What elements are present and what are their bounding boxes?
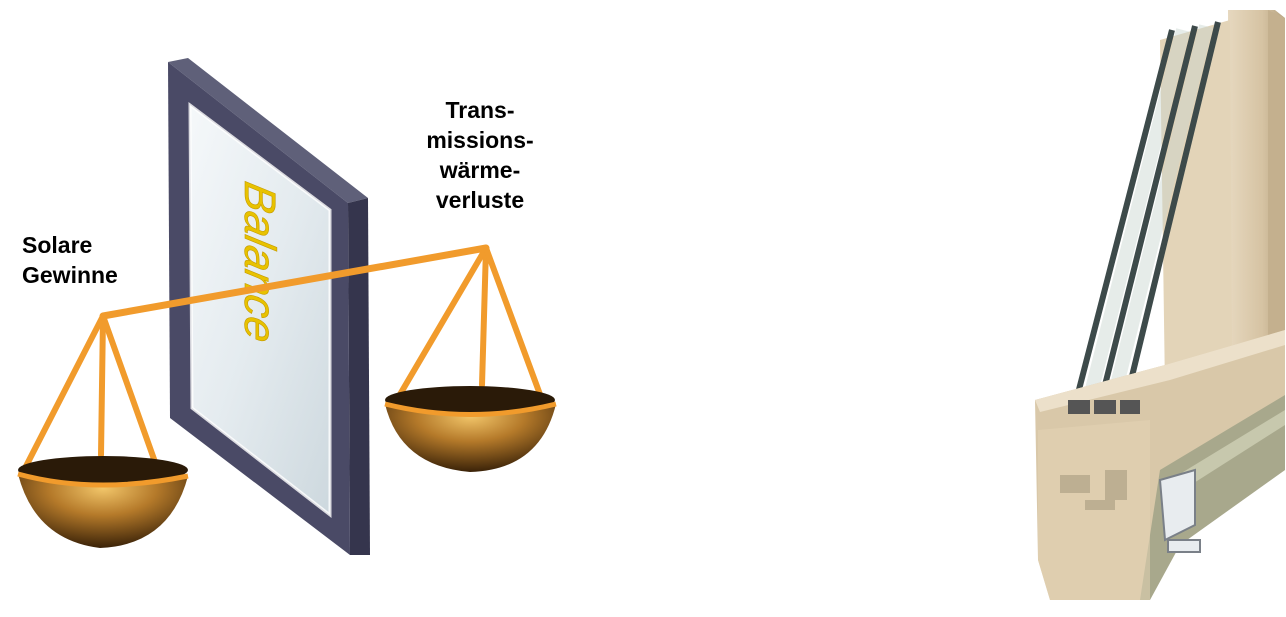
label-solar-gains: Solare Gewinne: [22, 230, 118, 290]
aluminium-profile: [1160, 470, 1200, 552]
glass-pane: Balance: [168, 58, 370, 555]
label-solar-line-2: Gewinne: [22, 260, 118, 290]
left-pan-strings: [22, 316, 160, 476]
label-trans-line-4: verluste: [410, 185, 550, 215]
right-pan-strings: [392, 248, 545, 408]
glass-text-balance: Balance: [235, 178, 283, 347]
right-scale-pan: [385, 386, 556, 472]
label-trans-line-3: wärme-: [410, 155, 550, 185]
left-scale-pan: [18, 456, 188, 548]
label-solar-line-1: Solare: [22, 230, 118, 260]
spacer-bars: [1068, 400, 1140, 414]
label-trans-line-1: Trans-: [410, 95, 550, 125]
label-trans-line-2: missions-: [410, 125, 550, 155]
label-transmission-losses: Trans- missions- wärme- verluste: [410, 95, 550, 215]
window-frame-section: [1035, 10, 1285, 600]
